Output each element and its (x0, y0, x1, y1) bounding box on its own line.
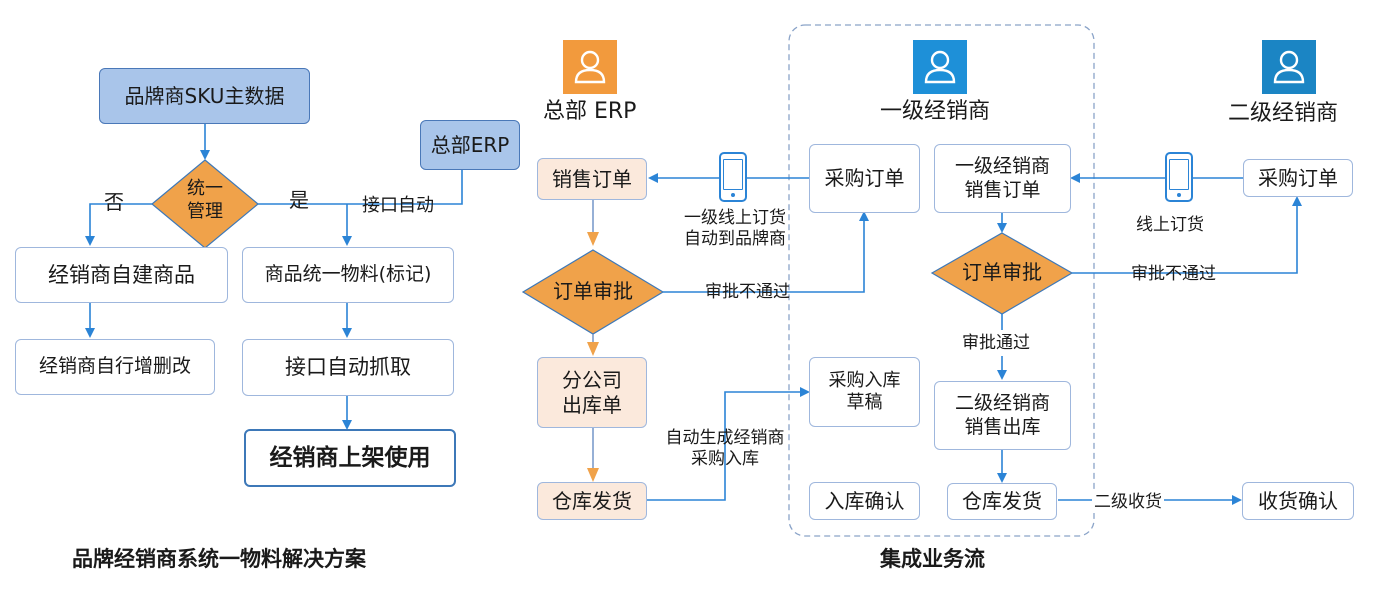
hq-erp-user-icon (563, 40, 617, 94)
phone2-caption: 线上订货 (1136, 215, 1204, 235)
decision-label: 统一 管理 (187, 178, 223, 222)
unified-material-box: 商品统一物料(标记) (242, 247, 454, 303)
arrow-ship-to-draft (645, 387, 810, 501)
interface-auto-label: 接口自动 (362, 195, 434, 216)
level2-dealer-title: 二级经销商 (1228, 101, 1339, 126)
purchase-order-level2-box: 采购订单 (1243, 159, 1353, 197)
dealer-self-built-box: 经销商自建商品 (15, 247, 228, 303)
hq-erp-title: 总部 ERP (543, 99, 637, 124)
purchase-draft-box: 采购入库 草稿 (809, 357, 920, 427)
no-label: 否 (104, 190, 124, 214)
order-review-right-label: 订单审批 (962, 260, 1042, 284)
yes-label: 是 (289, 188, 309, 212)
warehouse-ship-right-box: 仓库发货 (947, 483, 1057, 520)
line-yes-to-hq-erp (258, 170, 463, 205)
phone1-caption: 一级线上订货 自动到品牌商 (684, 208, 786, 250)
right-caption: 集成业务流 (880, 547, 985, 571)
dealer-crud-box: 经销商自行增删改 (15, 339, 215, 395)
level1-sales-order-box: 一级经销商 销售订单 (934, 144, 1071, 213)
master-data-box: 品牌商SKU主数据 (99, 68, 310, 124)
review-reject-right-label: 审批不通过 (1131, 264, 1216, 284)
sales-order-box: 销售订单 (537, 158, 647, 200)
review-reject-left-label: 审批不通过 (705, 282, 790, 302)
master-data-label: 品牌商SKU主数据 (124, 83, 285, 108)
left-caption: 品牌经销商系统一物料解决方案 (72, 547, 366, 571)
receipt-confirm-box: 收货确认 (1242, 482, 1354, 520)
order-review-left-label: 订单审批 (553, 279, 633, 303)
inbound-confirm-box: 入库确认 (809, 482, 920, 520)
level2-receive-label: 二级收货 (1092, 492, 1164, 514)
level2-dealer-user-icon (1262, 40, 1316, 94)
arrow-reject-right (1072, 196, 1302, 274)
phone-icon-level2 (1165, 152, 1193, 202)
phone-icon-level1 (719, 152, 747, 202)
auto-generate-caption: 自动生成经销商 采购入库 (665, 428, 785, 470)
level1-dealer-user-icon (913, 40, 967, 94)
arrow-reject-left (663, 211, 869, 293)
dealer-shelf-box: 经销商上架使用 (244, 429, 456, 487)
level2-outbound-box: 二级经销商 销售出库 (934, 381, 1071, 450)
arrow-no-branch (85, 203, 152, 246)
interface-fetch-box: 接口自动抓取 (242, 339, 454, 396)
level1-dealer-title: 一级经销商 (880, 99, 991, 124)
hq-erp-box: 总部ERP (420, 120, 520, 170)
warehouse-ship-left-box: 仓库发货 (537, 482, 647, 520)
purchase-order-level1-box: 采购订单 (809, 144, 920, 213)
branch-outbound-box: 分公司 出库单 (537, 357, 647, 428)
review-pass-label: 审批通过 (962, 333, 1030, 353)
